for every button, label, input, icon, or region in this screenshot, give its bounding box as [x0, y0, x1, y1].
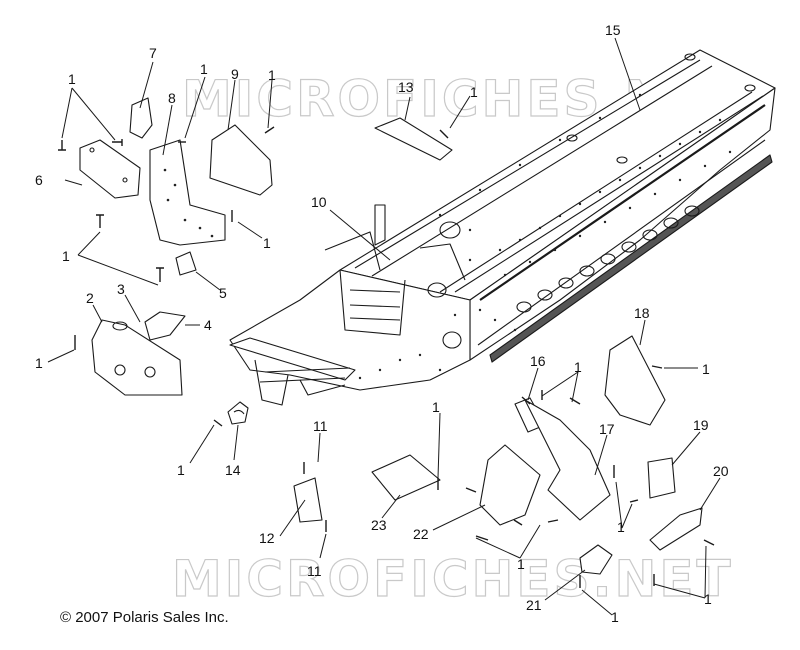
callout-15: 15 [605, 22, 621, 38]
callout-1: 1 [704, 591, 712, 607]
fasteners [58, 126, 715, 588]
callout-21: 21 [526, 597, 542, 613]
callout-2: 2 [86, 290, 94, 306]
callout-13: 13 [398, 79, 414, 95]
part-2-crossmember [91, 319, 183, 396]
part-20-bracket [649, 507, 703, 551]
callout-1: 1 [432, 399, 440, 415]
callout-11: 11 [307, 563, 322, 579]
callout-3: 3 [117, 281, 125, 297]
part-18-guard [604, 335, 666, 426]
callout-1: 1 [68, 71, 76, 87]
callout-7: 7 [149, 45, 157, 61]
part-22-panel [479, 444, 541, 526]
part-23-plate [371, 454, 441, 501]
rivet-pattern [358, 93, 732, 380]
part-5-clamp [175, 251, 197, 276]
callout-23: 23 [371, 517, 387, 533]
callout-1: 1 [35, 355, 43, 371]
part-12-bracket [293, 477, 323, 523]
callout-1: 1 [177, 462, 185, 478]
callout-1: 1 [702, 361, 710, 377]
part-8-plate [149, 139, 226, 246]
callout-1: 1 [470, 84, 478, 100]
part-14-cap [227, 401, 249, 425]
chassis-frame [229, 49, 776, 406]
copyright-notice: © 2007 Polaris Sales Inc. [60, 609, 229, 626]
callout-5: 5 [219, 285, 227, 301]
callout-1: 1 [263, 235, 271, 251]
watermark-bottom: MICROFICHES.NET [171, 549, 734, 608]
part-4-shim [144, 311, 186, 341]
callout-4: 4 [204, 317, 212, 333]
callout-17: 17 [599, 421, 615, 437]
callout-14: 14 [225, 462, 241, 478]
callout-16: 16 [530, 353, 546, 369]
part-17-bracket [524, 399, 611, 521]
callout-1: 1 [617, 519, 625, 535]
callout-1: 1 [574, 359, 582, 375]
part-19-cover [647, 457, 676, 499]
callout-1: 1 [517, 556, 525, 572]
part-13-bracket [374, 117, 453, 161]
callout-1: 1 [62, 248, 70, 264]
leader-lines [47, 37, 721, 616]
part-21-bracket [579, 544, 613, 575]
callout-8: 8 [168, 90, 176, 106]
callout-1: 1 [200, 61, 208, 77]
callout-11: 11 [313, 418, 328, 434]
part-9-guard [209, 124, 273, 196]
part-6-bracket [79, 139, 141, 199]
callout-20: 20 [713, 463, 729, 479]
callout-22: 22 [413, 526, 429, 542]
callout-9: 9 [231, 66, 239, 82]
callout-18: 18 [634, 305, 650, 321]
callout-6: 6 [35, 172, 43, 188]
callout-19: 19 [693, 417, 709, 433]
callout-12: 12 [259, 530, 275, 546]
callout-10: 10 [311, 194, 327, 210]
callout-1: 1 [611, 609, 619, 625]
part-7-clip [129, 97, 153, 139]
callout-1: 1 [268, 67, 276, 83]
